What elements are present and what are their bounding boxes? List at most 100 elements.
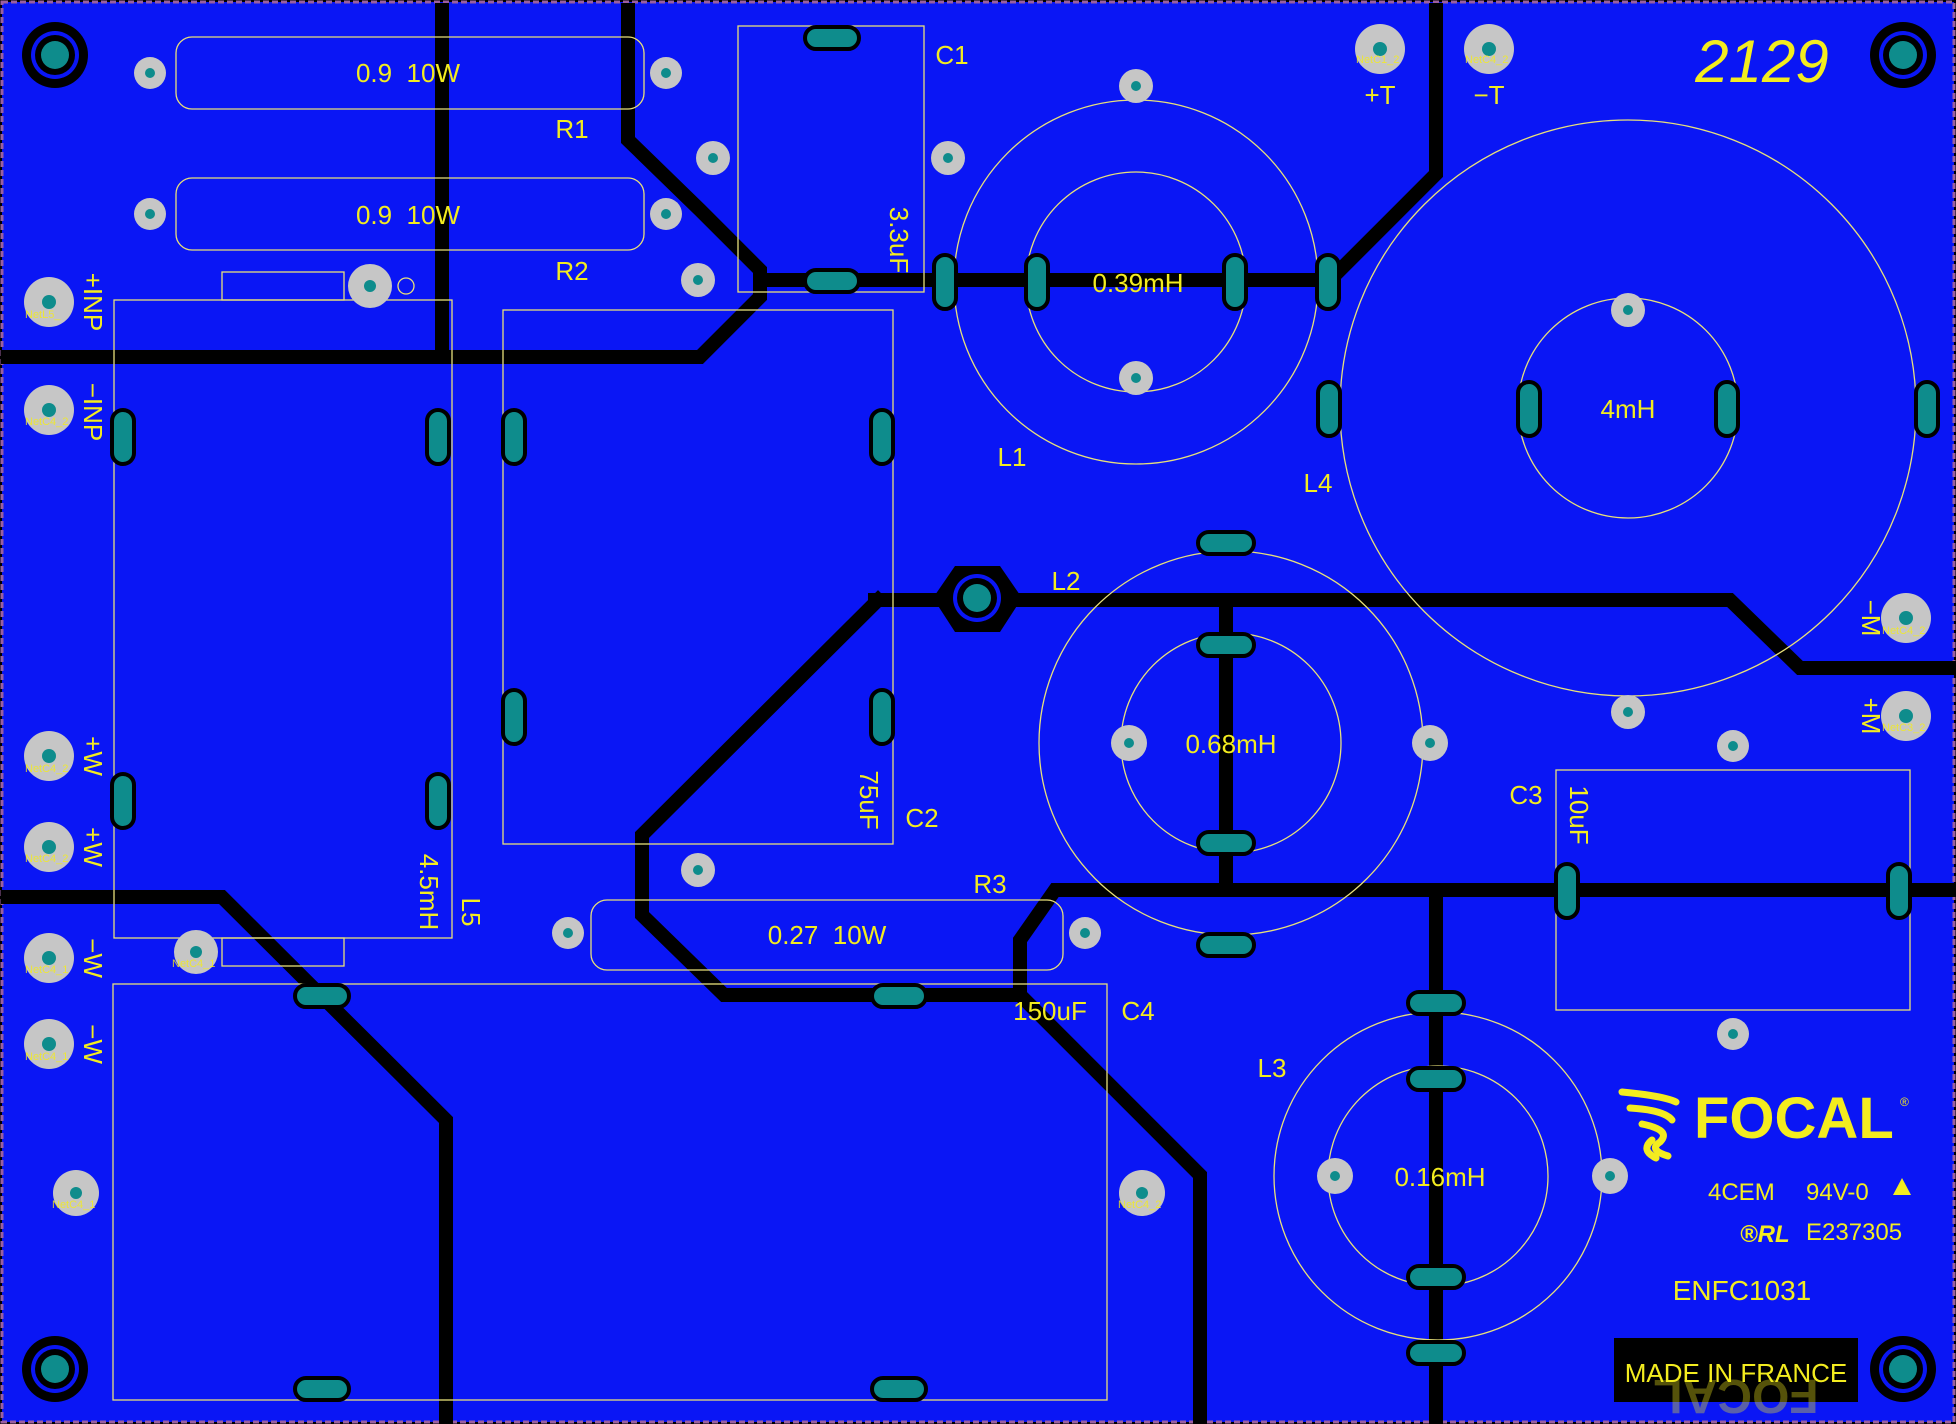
c4-outline: [112, 983, 1108, 1401]
mounting-hole-top-right: [1870, 22, 1936, 88]
focal-logo: FOCAL ®: [1618, 1086, 1909, 1162]
made-in-france: MADE IN FRANCE: [1625, 1358, 1847, 1388]
mounting-hole-bottom-right: [1870, 1336, 1936, 1402]
focal-swirl-icon: [1618, 1088, 1680, 1162]
mounting-hole-center: [933, 566, 1022, 632]
l1-value: 0.39mH: [1092, 268, 1183, 298]
net-label-t-minus: NetC4_2: [1465, 54, 1508, 66]
net-labels: NetL5_ NetC4_2 NetC4_2 NetC4_2 NetC4_1 N…: [25, 54, 1925, 1211]
mounting-hole-bottom-left: [22, 1336, 88, 1402]
r1-outline: [175, 36, 645, 110]
net-label-w-minus-2: NetC4_1: [25, 1051, 68, 1063]
l5-tab-top: [221, 271, 345, 301]
r2-outline: [175, 177, 645, 251]
pad-l3-2: [1406, 1066, 1466, 1092]
net-label-m-plus: NetC3_2: [1882, 722, 1925, 734]
l5-polarity-mark: [397, 277, 415, 295]
c2-value: 75uF: [854, 770, 884, 829]
focal-wordmark: FOCAL: [1694, 1086, 1894, 1151]
c1-value: 3.3uF: [884, 207, 914, 274]
oval-pads: [110, 25, 1940, 1402]
pad-l1-3: [1222, 253, 1248, 311]
r2-ref: R2: [555, 256, 588, 286]
pad-l4-4: [1914, 380, 1940, 438]
focal-registered-mark: ®: [1900, 1095, 1909, 1109]
terminal-plus-w-1-label: +W: [78, 736, 108, 776]
mirrored-bottom-logo: FOCAL: [1653, 1369, 1818, 1422]
net-label-w-minus-1: NetC4_1: [25, 964, 68, 976]
r3-value: 0.27 10W: [768, 920, 887, 950]
pad-l5-2: [425, 408, 451, 466]
c2-ref: C2: [905, 803, 938, 833]
pad-c3-2: [1886, 862, 1912, 920]
terminal-plus-m-label: +M: [1856, 698, 1886, 735]
c4-value: 150uF: [1013, 996, 1087, 1026]
round-pads: [24, 24, 1931, 1216]
r1-value: 0.9 10W: [356, 58, 461, 88]
pad-c4-1: [293, 983, 351, 1009]
terminal-minus-inp-label: −INP: [78, 383, 108, 442]
pad-l3-3: [1406, 1264, 1466, 1290]
terminal-minus-m-label: −M: [1856, 600, 1886, 637]
pad-l4-2: [1516, 380, 1542, 438]
pad-c2-3: [501, 688, 527, 746]
l3-value: 0.16mH: [1394, 1162, 1485, 1192]
l1-ref: L1: [998, 442, 1027, 472]
pad-l4-1: [1316, 380, 1342, 438]
pad-l1-2: [1024, 253, 1050, 311]
pad-l5-1: [110, 408, 136, 466]
pad-l2-2: [1196, 632, 1256, 658]
pad-l3-1: [1406, 990, 1466, 1016]
l5-value: 4.5mH: [414, 854, 444, 931]
mounting-hole-top-left: [22, 22, 88, 88]
c4-ref: C4: [1121, 996, 1154, 1026]
net-label-m-minus: NetC4_2: [1882, 625, 1925, 637]
pad-l5-4: [425, 772, 451, 830]
pad-l4-3: [1714, 380, 1740, 438]
net-label-inp-minus: NetC4_2: [25, 416, 68, 428]
pad-l3-4: [1406, 1340, 1466, 1366]
pad-c4-2: [870, 983, 928, 1009]
pad-c1-top: [803, 25, 861, 51]
l2-ref: L2: [1052, 566, 1081, 596]
terminal-plus-w-2-label: +W: [78, 827, 108, 867]
l4-ref: L4: [1304, 468, 1333, 498]
made-in-france-box: [1614, 1338, 1858, 1402]
part-number: ENFC1031: [1673, 1275, 1812, 1306]
net-label-w-plus-1: NetC4_2: [25, 763, 68, 775]
c1-ref: C1: [935, 40, 968, 70]
l5-ref: L5: [456, 898, 486, 927]
pad-c2-2: [869, 408, 895, 466]
pad-c2-1: [501, 408, 527, 466]
terminal-minus-w-1-label: −W: [78, 938, 108, 978]
pad-l1-1: [932, 253, 958, 311]
net-label-inp-plus: NetL5_: [25, 309, 61, 321]
cert-e237305: E237305: [1806, 1219, 1902, 1246]
cert-94v0: 94V-0: [1806, 1179, 1869, 1206]
pad-l5-3: [110, 772, 136, 830]
r3-ref: R3: [973, 869, 1006, 899]
r2-value: 0.9 10W: [356, 200, 461, 230]
l3-ref: L3: [1258, 1053, 1287, 1083]
l5-tab-bottom: [221, 937, 345, 967]
r3-outline: [590, 899, 1064, 971]
pad-c4-4: [870, 1376, 928, 1402]
ul-mark: ®RL: [1740, 1221, 1790, 1248]
c3-value: 10uF: [1564, 785, 1594, 844]
net-label-l5-bottom: NetC4_1: [172, 958, 215, 970]
cert-4cem: 4CEM: [1708, 1179, 1775, 1206]
r1-ref: R1: [555, 114, 588, 144]
board-markings: 2129 FOCAL ® 4CEM 94V-0 ®RL E237305 ENFC…: [1614, 28, 1911, 1422]
pad-l2-1: [1196, 530, 1256, 556]
pad-c2-4: [869, 688, 895, 746]
net-label-c4-left: NetC4_1: [52, 1199, 95, 1211]
pad-c3-1: [1554, 862, 1580, 920]
terminal-labels: +INP −INP +W +W −W −W +T −T −M +M: [78, 80, 1886, 1064]
mounting-holes: [22, 22, 1936, 1402]
net-label-c4-right: NetC4_2: [1118, 1199, 1161, 1211]
l2-value: 0.68mH: [1185, 729, 1276, 759]
c3-ref: C3: [1509, 780, 1542, 810]
pad-l1-4: [1315, 253, 1341, 311]
